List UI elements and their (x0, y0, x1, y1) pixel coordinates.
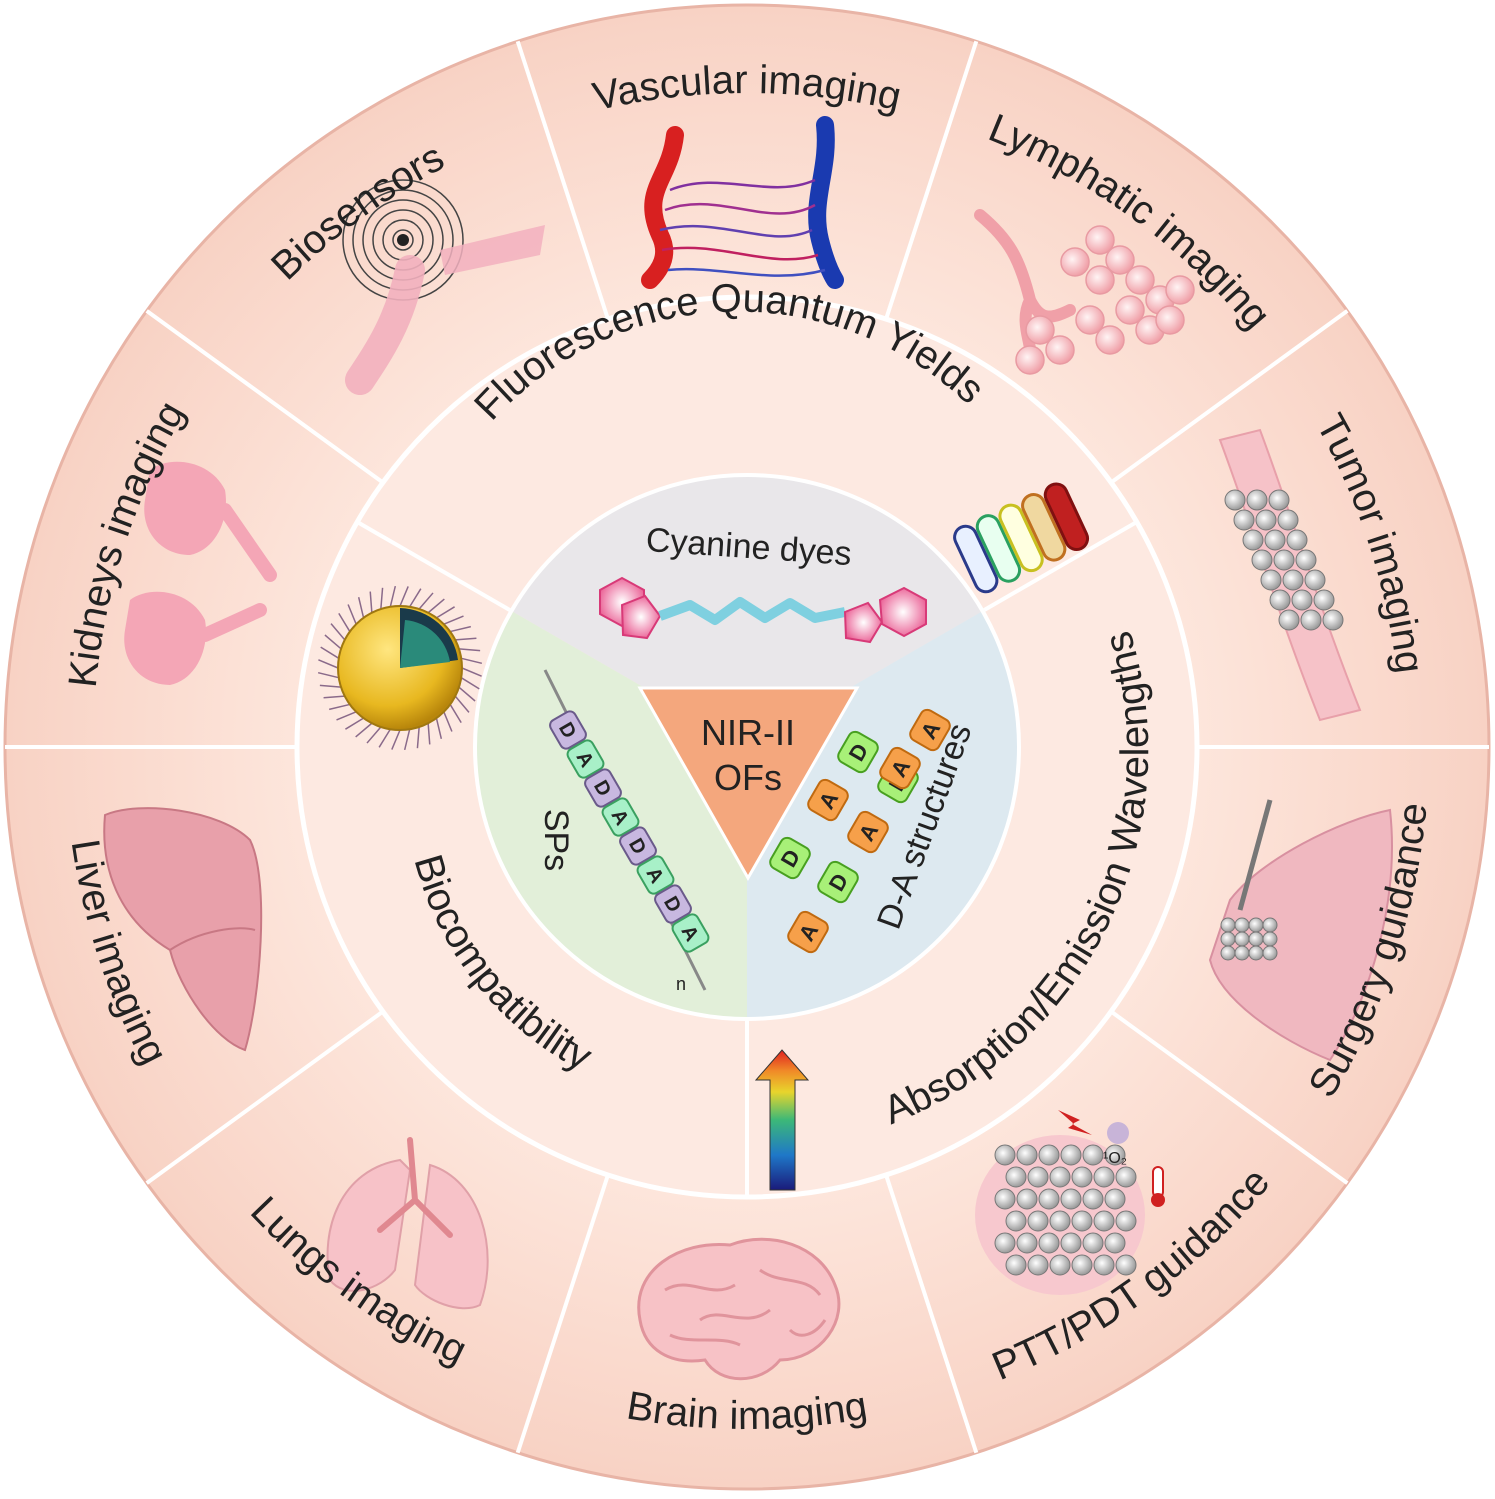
blood-vessels-icon (641, 116, 844, 289)
sps-unit: A (671, 913, 710, 953)
sps-label: SPs (537, 809, 575, 871)
scalpel-liver-icon (1208, 799, 1393, 1062)
sps-unit: D (619, 826, 657, 866)
da-unit: D (817, 860, 859, 904)
sps-unit: D (549, 710, 587, 750)
sps-unit: D (654, 884, 692, 924)
da-unit: A (807, 778, 849, 822)
nanoparticle-icon (317, 585, 483, 751)
sps-unit: A (601, 797, 640, 837)
rainbow-tubes-icon (953, 482, 1090, 594)
da-unit: A (879, 746, 921, 790)
da-unit: A (847, 810, 889, 854)
center-label-line1: NIR-II (701, 712, 795, 753)
wavelength-arrow-icon (754, 1049, 810, 1191)
center-label-line2: OFs (714, 757, 782, 798)
sps-unit: A (636, 855, 675, 895)
kidneys-icon (124, 461, 277, 685)
singlet-oxygen-label: ¹O₂ (1103, 1150, 1127, 1167)
brain-icon (637, 1237, 841, 1381)
tumor-vessel-icon (1218, 428, 1362, 722)
cyanine-molecule-icon (599, 576, 927, 644)
lungs-icon (326, 1137, 489, 1310)
liver-icon (103, 807, 263, 1052)
middle-ring-dividers (356, 520, 1138, 1197)
lymph-node-icon (974, 209, 1195, 375)
tumor-cells-icon: ¹O₂ (975, 1110, 1165, 1295)
da-unit: D (769, 836, 811, 880)
sps-subscript: n (676, 974, 686, 994)
sps-unit: D (584, 768, 622, 808)
da-blocks: ADADADADA (769, 708, 951, 954)
outer-ring-dividers (5, 40, 1489, 1454)
center-triangle (637, 686, 860, 882)
da-unit: A (909, 708, 951, 752)
da-unit: D (837, 730, 879, 774)
da-unit: A (787, 910, 829, 954)
sps-unit: A (566, 739, 605, 779)
biosensor-icon (342, 179, 545, 395)
